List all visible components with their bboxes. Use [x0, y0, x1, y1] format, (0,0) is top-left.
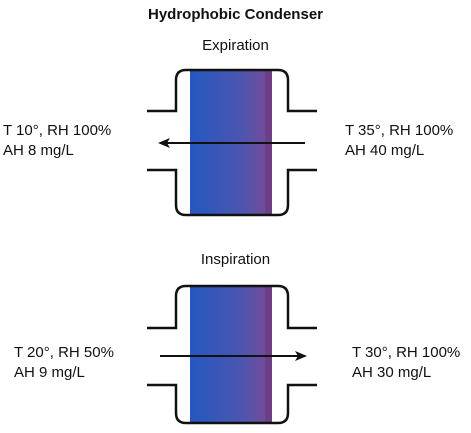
inspiration-left-line1: T 20°, RH 50%	[14, 344, 114, 361]
expiration-label: Expiration	[202, 37, 269, 54]
inspiration-left-conditions: T 20°, RH 50% AH 9 mg/L	[14, 343, 114, 383]
expiration-left-line1: T 10°, RH 100%	[3, 122, 112, 139]
inspiration-housing-top	[147, 284, 317, 330]
inspiration-filter-edge	[265, 286, 272, 423]
inspiration-filter	[190, 286, 272, 423]
inspiration-condenser	[147, 284, 317, 425]
expiration-left-line2: AH 8 mg/L	[3, 142, 74, 159]
expiration-right-line1: T 35°, RH 100%	[345, 122, 454, 139]
inspiration-right-line1: T 30°, RH 100%	[352, 344, 461, 361]
inspiration-right-line2: AH 30 mg/L	[352, 364, 432, 381]
expiration-housing-bottom	[147, 168, 317, 217]
expiration-left-conditions: T 10°, RH 100% AH 8 mg/L	[3, 121, 111, 161]
inspiration-label: Inspiration	[200, 251, 271, 268]
expiration-housing-top	[147, 68, 317, 113]
inspiration-right-conditions: T 30°, RH 100% AH 30 mg/L	[352, 343, 460, 383]
inspiration-left-line2: AH 9 mg/L	[14, 364, 85, 381]
expiration-condenser	[147, 68, 317, 217]
diagram-title: Hydrophobic Condenser	[147, 6, 323, 23]
expiration-right-conditions: T 35°, RH 100% AH 40 mg/L	[345, 121, 453, 161]
expiration-right-line2: AH 40 mg/L	[345, 142, 425, 159]
inspiration-housing-bottom	[147, 383, 317, 425]
